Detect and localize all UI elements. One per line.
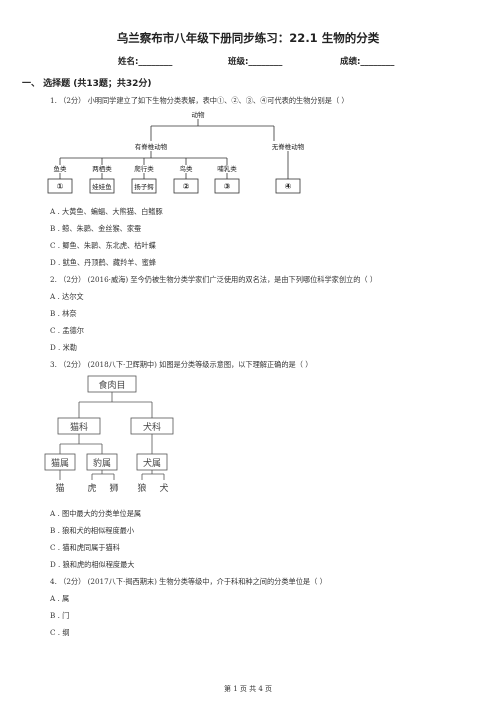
q3-family-felidae: 猫科 bbox=[70, 421, 88, 433]
q1-box-4: ④ bbox=[285, 182, 292, 191]
q2-stem: 2. （2分） (2016·威海) 至今仍被生物分类学家们广泛使用的双名法，是由… bbox=[50, 275, 378, 284]
q3-option-c[interactable]: C . 猫和虎同属于猫科 bbox=[50, 543, 120, 552]
q3-species-dog: 犬 bbox=[159, 482, 168, 494]
q3-option-d[interactable]: D . 狼和虎的相似程度最大 bbox=[50, 560, 135, 569]
q1-option-d[interactable]: D . 鱿鱼、丹顶鹤、藏羚羊、蜜蜂 bbox=[50, 258, 157, 267]
q1-label-bird: 鸟类 bbox=[180, 164, 194, 173]
q3-taxonomy-diagram: 食肉目 猫科 犬科 猫属 豹属 犬属 猫 虎 狮 狼 犬 bbox=[44, 375, 174, 494]
q3-option-b[interactable]: B . 狼和犬的相似程度最小 bbox=[50, 526, 135, 535]
q1-option-b[interactable]: B . 鲸、朱鹮、金丝猴、家蚕 bbox=[50, 224, 142, 233]
q3-option-a[interactable]: A . 图中最大的分类单位是属 bbox=[50, 509, 142, 518]
q1-label-reptile: 爬行类 bbox=[134, 164, 154, 173]
q2-option-c[interactable]: C . 孟德尔 bbox=[50, 326, 84, 335]
q2-option-d[interactable]: D . 米勒 bbox=[50, 343, 77, 352]
q1-box-2: ② bbox=[183, 182, 190, 191]
q4-option-c[interactable]: C . 纲 bbox=[50, 628, 70, 637]
q1-vertebrate-label: 有脊椎动物 bbox=[135, 142, 168, 151]
q1-root-label: 动物 bbox=[192, 110, 206, 119]
q1-box-salamander: 娃娃鱼 bbox=[92, 182, 112, 191]
q1-label-fish: 鱼类 bbox=[54, 164, 68, 173]
q3-genus-panthera: 豹属 bbox=[93, 457, 111, 469]
q3-order-label: 食肉目 bbox=[98, 379, 125, 391]
q1-box-3: ③ bbox=[224, 182, 231, 191]
q1-option-a[interactable]: A . 大黄鱼、蝙蝠、大熊猫、白鳍豚 bbox=[50, 207, 163, 216]
q1-stem: 1. （2分） 小明同学建立了如下生物分类表解，表中①、②、③、④可代表的生物分… bbox=[50, 96, 349, 105]
q3-genus-felis: 猫属 bbox=[51, 457, 69, 469]
q3-genus-canis: 犬属 bbox=[143, 457, 161, 469]
q1-label-mammal: 哺乳类 bbox=[217, 164, 237, 173]
score-field[interactable]: 成绩:________ bbox=[340, 57, 395, 67]
q1-option-c[interactable]: C . 鲫鱼、朱鹮、东北虎、枯叶蝶 bbox=[50, 241, 156, 250]
q1-label-amphibian: 两栖类 bbox=[92, 164, 112, 173]
section-heading: 一、 选择题 (共13题；共32分) bbox=[22, 79, 152, 89]
q3-stem: 3. （2分） (2018八下·卫辉期中) 如图是分类等级示意图，以下理解正确的… bbox=[50, 360, 313, 369]
q4-option-b[interactable]: B . 门 bbox=[50, 611, 70, 620]
page-title: 乌兰察布市八年级下册同步练习：22.1 生物的分类 bbox=[116, 31, 380, 45]
q1-invertebrate-label: 无脊椎动物 bbox=[272, 142, 305, 151]
q4-stem: 4. （2分） (2017八下·揭西期末) 生物分类等级中，介于科和种之间的分类… bbox=[50, 577, 327, 586]
q3-species-cat: 猫 bbox=[55, 482, 64, 494]
name-field[interactable]: 姓名:________ bbox=[118, 57, 173, 67]
q1-box-alligator: 扬子鳄 bbox=[134, 182, 154, 191]
q3-family-canidae: 犬科 bbox=[143, 421, 161, 433]
q2-option-a[interactable]: A . 达尔文 bbox=[50, 292, 84, 301]
q3-species-wolf: 狼 bbox=[137, 482, 146, 494]
q1-box-1: ① bbox=[57, 182, 64, 191]
q3-species-lion: 狮 bbox=[109, 483, 118, 494]
page-footer: 第 1 页 共 4 页 bbox=[223, 685, 273, 693]
class-field[interactable]: 班级:________ bbox=[228, 57, 283, 67]
q4-option-a[interactable]: A . 属 bbox=[50, 594, 70, 603]
q3-species-tiger: 虎 bbox=[87, 482, 96, 494]
q2-option-b[interactable]: B . 林奈 bbox=[50, 309, 77, 318]
q1-classification-diagram: 动物 有脊椎动物 无脊椎动物 鱼类 两栖类 爬行类 鸟类 哺乳类 ① 娃娃鱼 扬… bbox=[47, 110, 305, 194]
